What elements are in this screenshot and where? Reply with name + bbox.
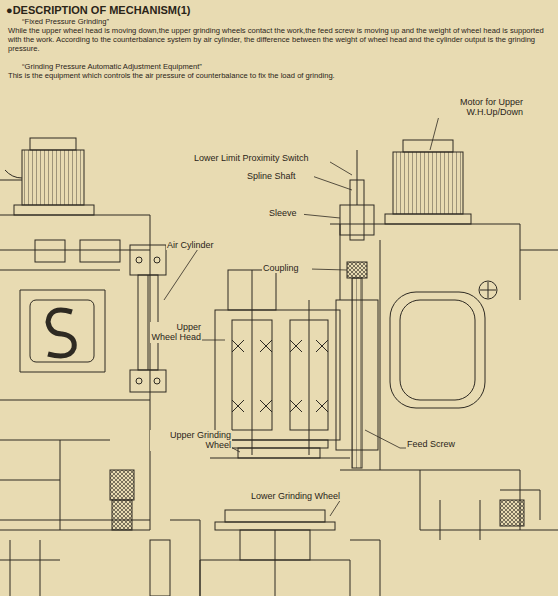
body-text: This is the equipment which controls the…	[8, 71, 550, 80]
part-label: Lower Grinding Wheel	[250, 491, 352, 501]
section-heading: “Fixed Pressure Grinding”	[22, 17, 542, 26]
part-label: Upper Wheel Head	[150, 322, 202, 343]
part-label: Feed Screw	[406, 439, 464, 449]
part-label: Upper Grinding Wheel	[150, 430, 232, 451]
part-label: Spline Shaft	[246, 171, 314, 181]
part-label: Sleeve	[268, 208, 304, 218]
part-label: Motor for Upper W.H.Up/Down	[418, 97, 524, 118]
part-label: Lower Limit Proximity Switch	[193, 153, 330, 163]
part-label: Coupling	[262, 263, 312, 273]
part-label: Air Cylinder	[166, 240, 228, 250]
page-title: ●DESCRIPTION OF MECHANISM(1)	[6, 4, 190, 17]
body-text: While the upper wheel head is moving dow…	[8, 26, 550, 53]
section-heading: “Grinding Pressure Automatic Adjustment …	[22, 62, 542, 71]
